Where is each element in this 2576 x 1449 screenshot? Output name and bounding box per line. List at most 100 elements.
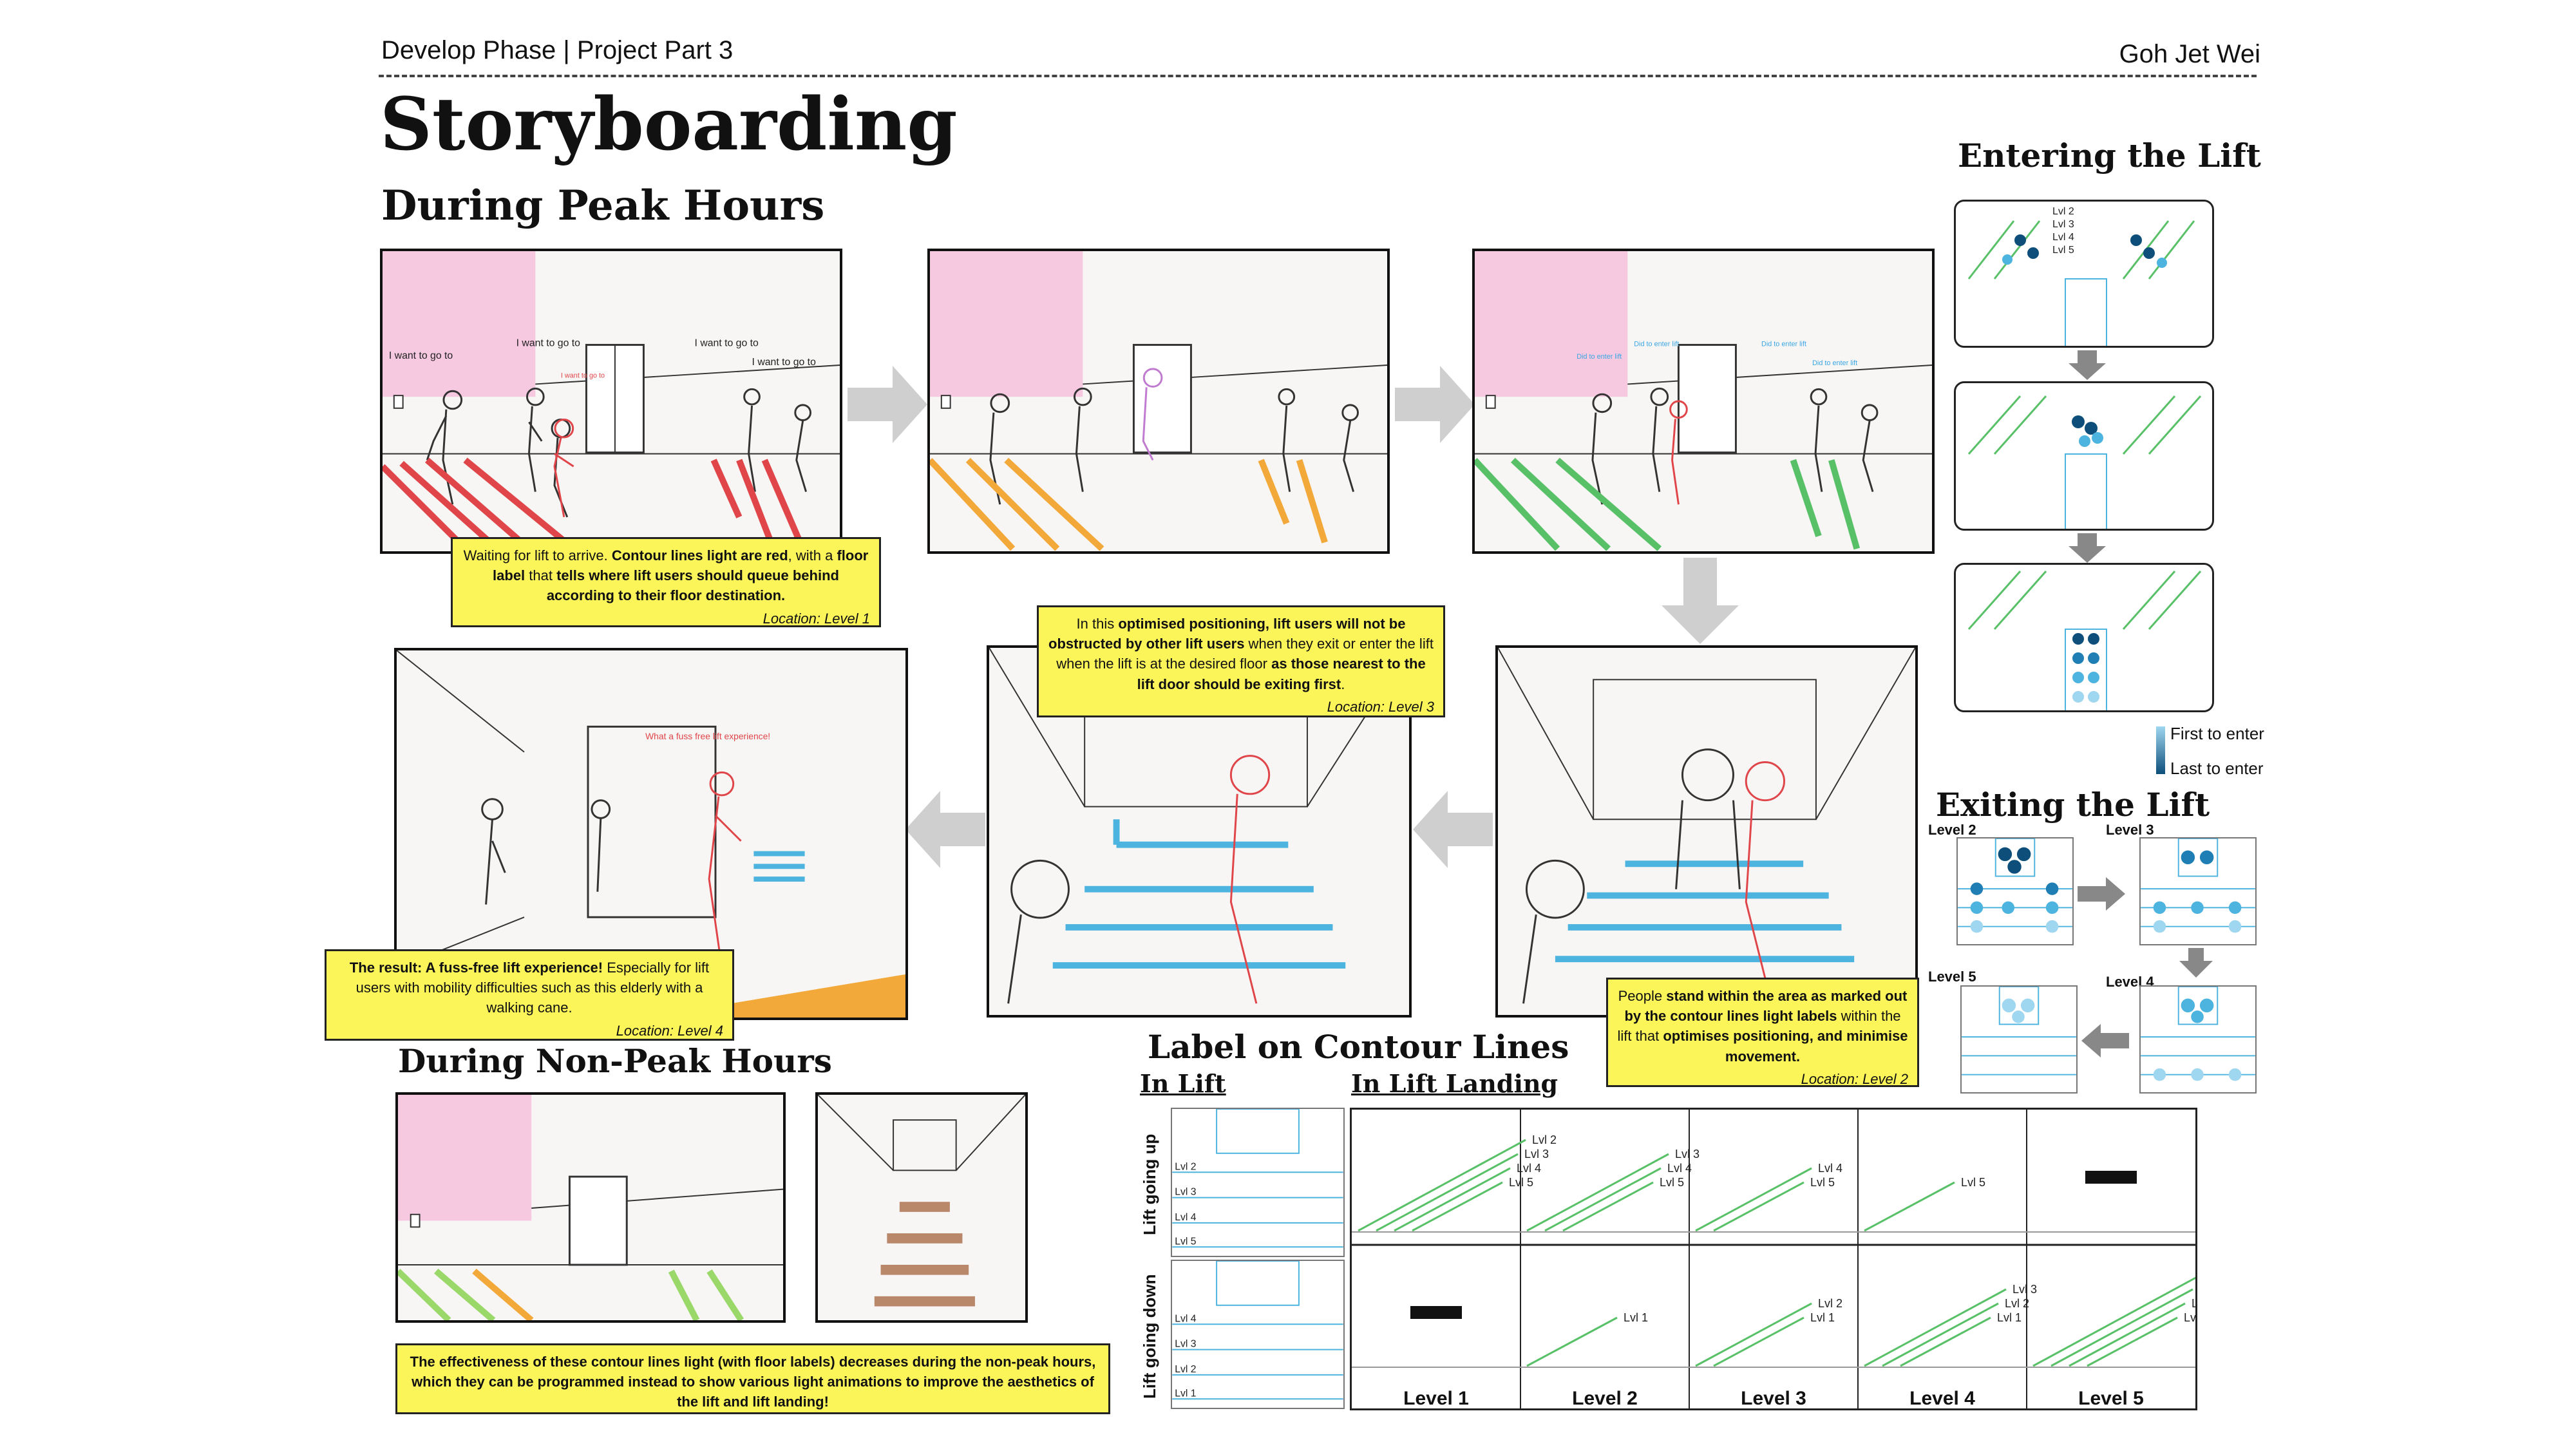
caption-level-1: Waiting for lift to arrive. Contour line…	[451, 537, 881, 627]
contour-line-label: Lvl 1	[2184, 1311, 2195, 1324]
contour-line	[1713, 1316, 1804, 1367]
header-divider	[379, 75, 2257, 77]
contour-line	[1562, 1181, 1654, 1232]
legend-first: First to enter	[2170, 724, 2264, 743]
contour-line-label: Lvl 4	[1517, 1162, 1541, 1175]
contour-line	[2087, 1316, 2178, 1367]
contour-line-label: Lvl 1	[1624, 1311, 1648, 1324]
svg-text:Lvl 4: Lvl 4	[1175, 1313, 1196, 1324]
pink-wall-block	[383, 251, 536, 397]
svg-text:Did to enter lift: Did to enter lift	[1812, 359, 1857, 367]
grid-column-label: Level 1	[1403, 1388, 1469, 1408]
contour-line-label: Lvl 4	[1667, 1162, 1692, 1175]
svg-text:I want to go to: I want to go to	[561, 372, 605, 380]
svg-text:Did to enter lift: Did to enter lift	[1634, 340, 1679, 348]
contour-line-label: Lvl 3	[2012, 1283, 2037, 1296]
entering-heading: Entering the Lift	[1958, 137, 2261, 175]
no-label-mark	[1410, 1306, 1462, 1319]
contour-line	[1526, 1153, 1669, 1232]
svg-text:Lvl 1: Lvl 1	[1175, 1388, 1196, 1399]
svg-text:Lvl 5: Lvl 5	[1175, 1236, 1196, 1247]
grid-column-label: Level 4	[1909, 1388, 1975, 1408]
svg-text:Lvl 3: Lvl 3	[1175, 1339, 1196, 1350]
contour-line	[1864, 1288, 2007, 1367]
svg-text:Lvl 4: Lvl 4	[1175, 1212, 1196, 1223]
legend-gradient	[2156, 726, 2165, 774]
contour-line-label: Lvl 2	[2005, 1297, 2029, 1310]
entering-step-1: Lvl 2 Lvl 3 Lvl 4 Lvl 5	[1954, 200, 2214, 348]
in-landing-label: In Lift Landing	[1351, 1069, 1558, 1098]
storyboard-panel-2	[927, 249, 1390, 554]
svg-text:Lvl 2: Lvl 2	[2052, 206, 2074, 217]
grid-column-label: Level 2	[1572, 1388, 1638, 1408]
storyboard-panel-4	[1495, 645, 1918, 1018]
svg-text:Did to enter lift: Did to enter lift	[1761, 340, 1806, 348]
exit-step-level-5	[1960, 985, 2078, 1094]
entering-step-3	[1954, 563, 2214, 712]
header-author: Goh Jet Wei	[2119, 40, 2260, 68]
contour-line	[1882, 1302, 1999, 1367]
svg-text:Lvl 5: Lvl 5	[2052, 245, 2074, 256]
contour-line	[1376, 1153, 1519, 1232]
in-lift-down-diagram: Lvl 4 Lvl 3 Lvl 2 Lvl 1	[1171, 1260, 1345, 1409]
flow-arrow-left	[905, 791, 985, 868]
contour-line-label: Lvl 2	[1532, 1133, 1557, 1146]
svg-text:I want to go to: I want to go to	[752, 357, 817, 368]
thought-bubble: What a fuss free lift experience!	[645, 731, 770, 741]
contour-line	[1695, 1302, 1812, 1367]
grid-column-label: Level 3	[1741, 1388, 1806, 1408]
contour-line	[1713, 1181, 1804, 1232]
contour-heading: Label on Contour Lines	[1148, 1028, 1569, 1066]
grid-column-label: Level 5	[2078, 1388, 2144, 1408]
no-label-mark	[2085, 1171, 2137, 1184]
contour-line-label: Lvl 5	[1660, 1176, 1684, 1189]
exiting-heading: Exiting the Lift	[1936, 786, 2210, 824]
flow-arrow-down	[2069, 350, 2106, 380]
contour-line-label: Lvl 5	[1810, 1176, 1835, 1189]
contour-line	[2050, 1288, 2193, 1367]
contour-line-label: Lvl 2	[1818, 1297, 1842, 1310]
svg-text:Did to enter lift: Did to enter lift	[1577, 353, 1622, 361]
svg-text:Lvl 4: Lvl 4	[2052, 232, 2074, 243]
caption-nonpeak: The effectiveness of these contour lines…	[395, 1343, 1110, 1414]
svg-text:Lvl 3: Lvl 3	[1175, 1187, 1196, 1198]
flow-arrow-right	[848, 366, 927, 443]
contour-line	[1412, 1181, 1503, 1232]
svg-text:I want to go to: I want to go to	[516, 338, 581, 349]
caption-level-3: In this optimised positioning, lift user…	[1037, 605, 1445, 717]
contour-line-label: Lvl 1	[1810, 1311, 1835, 1324]
nonpeak-panel-2	[815, 1092, 1028, 1323]
exit-step-level-4	[2139, 985, 2257, 1094]
peak-heading: During Peak Hours	[381, 182, 825, 230]
lift-going-down-label: Lift going down	[1140, 1274, 1159, 1399]
contour-line	[1526, 1316, 1618, 1367]
flow-arrow-down	[2179, 948, 2213, 978]
header-phase: Develop Phase | Project Part 3	[381, 36, 734, 64]
exit-level-label: Level 2	[1928, 822, 1976, 838]
contour-line-label: Lvl 5	[1509, 1176, 1533, 1189]
contour-line	[2032, 1274, 2201, 1367]
entering-step-2	[1954, 381, 2214, 531]
caption-level-4: The result: A fuss-free lift experience!…	[325, 949, 734, 1041]
contour-line	[2069, 1302, 2186, 1367]
svg-text:Lvl 3: Lvl 3	[2052, 219, 2074, 230]
contour-line	[1695, 1167, 1812, 1232]
exit-level-label: Level 3	[2106, 822, 2154, 838]
storyboard-panel-1: I want to go to I want to go to I want t…	[380, 249, 842, 554]
lift-going-up-label: Lift going up	[1140, 1133, 1159, 1235]
nonpeak-panel-1	[395, 1092, 786, 1323]
flow-arrow-left	[2081, 1024, 2129, 1057]
contour-line	[1864, 1181, 1955, 1232]
page-title: Storyboarding	[380, 82, 958, 167]
flow-arrow-down	[1662, 558, 1739, 644]
flow-arrow-down	[2069, 533, 2106, 563]
contour-line-label: Lvl 3	[1524, 1148, 1549, 1160]
contour-line-label: Lvl 2	[2192, 1297, 2195, 1310]
exit-step-level-3	[2139, 837, 2257, 945]
contour-line-label: Lvl 5	[1961, 1176, 1985, 1189]
contour-line	[1544, 1167, 1662, 1232]
svg-text:Lvl 2: Lvl 2	[1175, 1161, 1196, 1172]
flow-arrow-left	[1413, 791, 1493, 868]
